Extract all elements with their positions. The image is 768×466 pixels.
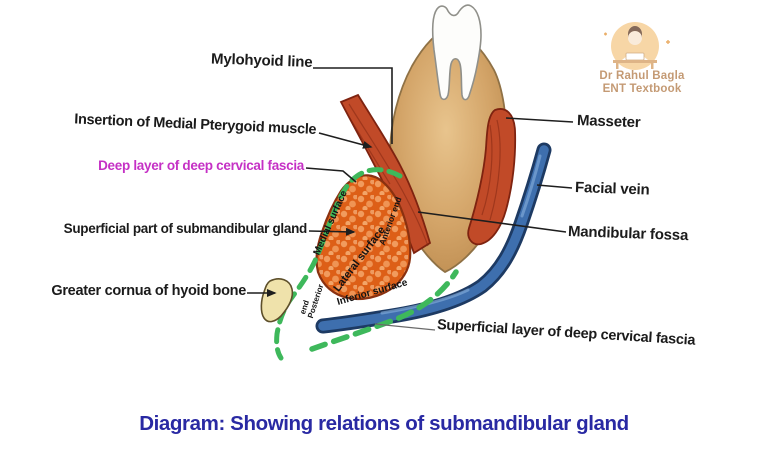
masseter-striation [481, 119, 501, 221]
leader-pterygoid [318, 132, 373, 149]
gland-posterior-end-label-line2: end [298, 299, 311, 315]
deep-cervical-fascia-deep-layer-label: Deep layer of deep cervical fascia [98, 158, 304, 173]
leader-mandibular-fossa [417, 211, 567, 233]
leader-facial-vein [536, 184, 573, 189]
mylohyoid-line-label: Mylohyoid line [210, 50, 313, 71]
watermark-logo-icon [604, 22, 670, 70]
leader-superficial-part [308, 227, 356, 236]
watermark-author-name: Dr Rahul Bagla [599, 70, 685, 82]
tooth-shape [431, 4, 482, 101]
superficial-part-gland-label: Superficial part of submandibular gland [63, 221, 308, 236]
leader-masseter [505, 117, 574, 123]
watermark-book-name: ENT Textbook [602, 83, 682, 95]
facial-vein-shape [318, 145, 549, 331]
medial-pterygoid-shape [339, 93, 432, 255]
submandibular-gland-shape [315, 174, 412, 301]
superficial-fascia-dashed-line [309, 269, 459, 352]
leader-deep-layer [305, 167, 357, 183]
facial-vein-label: Facial vein [574, 179, 650, 199]
masseter-label: Masseter [576, 112, 641, 132]
leader-mylohyoid-line [313, 67, 393, 144]
diagram-caption: Diagram: Showing relations of submandibu… [139, 412, 629, 435]
greater-cornua-hyoid-label: Greater cornua of hyoid bone [51, 283, 246, 299]
leader-superficial-layer [374, 323, 436, 331]
hyoid-bone-shape [260, 278, 294, 323]
deep-fascia-dashed-line [274, 167, 403, 361]
masseter-muscle-shape [467, 108, 517, 246]
